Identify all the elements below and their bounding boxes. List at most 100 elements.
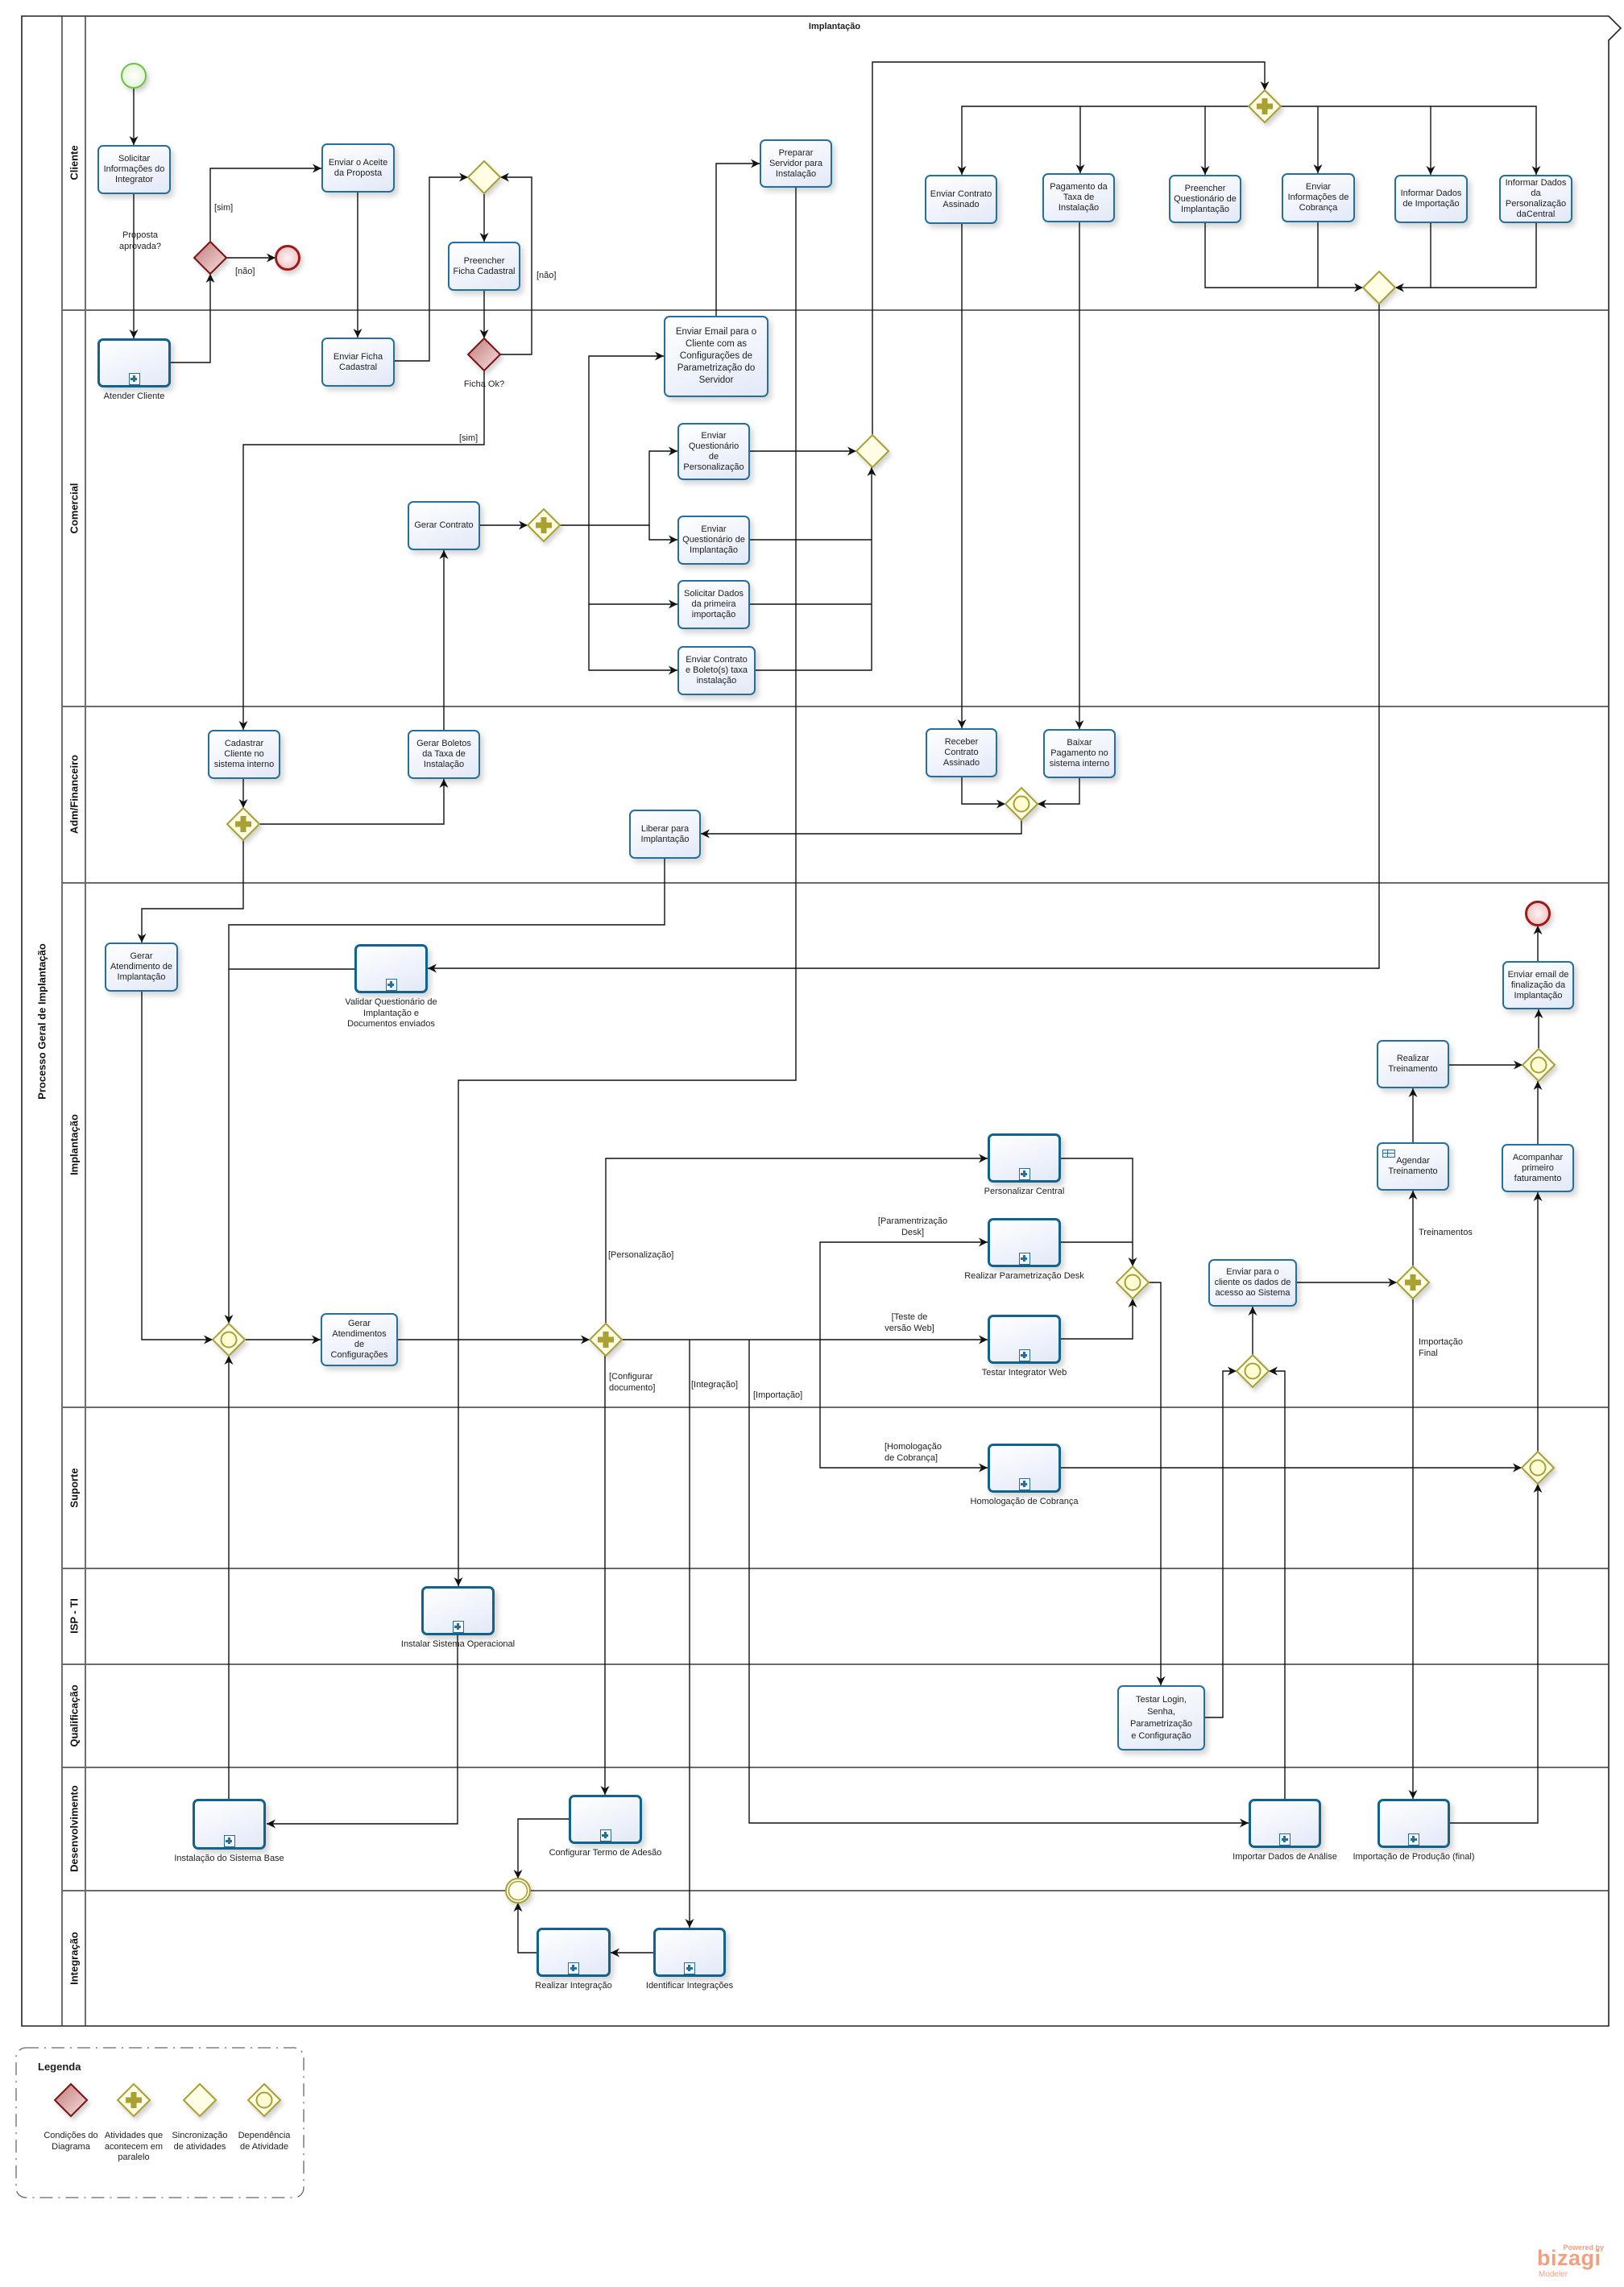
expand-plus-icon [1018, 1349, 1030, 1361]
task-label: Preencher Questionário de Implantação [1174, 183, 1237, 214]
subprocess-label: Importar Dados de Análise [1232, 1852, 1337, 1862]
subprocess-realizar-integracao: Realizar Integração [535, 1928, 612, 1991]
task-label: Solicitar Dados da primeira importação [684, 589, 744, 619]
lane-label-qualificacao: Qualificação [68, 1684, 80, 1747]
exclusive-gateway-icon [193, 240, 228, 276]
task-label: Gerar Boletos da Taxa de Instalação [416, 739, 471, 769]
flow-realizar-integracao-to-event [513, 1903, 536, 1953]
task-enviar-ficha: Enviar Ficha Cadastral [321, 338, 395, 387]
parallel-gateway-icon [1247, 89, 1282, 124]
sync-gateway-icon [182, 2082, 218, 2118]
legend-item-parallel: Atividades que acontecem em paralelo [102, 2082, 166, 2164]
end-event-finished [1524, 900, 1552, 927]
expand-plus-icon [128, 373, 140, 385]
flow-dependency-to-testar-login [1149, 1282, 1166, 1685]
gateway-dependency-acesso [1235, 1353, 1270, 1389]
subprocess-validar-questionario: Validar Questionário de Implantação e Do… [345, 944, 437, 1029]
task-baixar-pagamento: Baixar Pagamento no sistema interno [1043, 729, 1116, 778]
flow-receber-to-dependency [961, 777, 1005, 809]
subprocess-label: Validar Questionário de Implantação e Do… [345, 997, 437, 1029]
task-gerar-atendimento-implantacao: Gerar Atendimento de Implantação [105, 943, 178, 992]
sync-gateway-icon [466, 160, 502, 195]
task-label: Gerar Atendimento de Implantação [110, 951, 173, 982]
subprocess-identificar-integracoes: Identificar Integrações [646, 1928, 733, 1991]
task-label: Informar Dados de Importação [1400, 189, 1462, 209]
legend-border [15, 2047, 304, 2198]
flow-label-parametrizacao-desk: [Paramentrização Desk] [877, 1216, 948, 1237]
flow-importacao-to-sync [1395, 223, 1431, 292]
parallel-gateway-icon [226, 806, 261, 842]
flow-sim-to-aceite [209, 164, 321, 242]
gateway-dependency-testes [1115, 1265, 1150, 1300]
task-liberar-implantacao: Liberar para Implantação [629, 810, 701, 859]
subprocess-importar-dados-analise: Importar Dados de Análise [1232, 1799, 1337, 1862]
flow-label-personalizacao: [Personalização] [608, 1250, 674, 1260]
phase-title: Implantação [808, 22, 861, 31]
flow-dependency-to-liberar [701, 820, 1022, 839]
task-receber-contrato: Receber Contrato Assinado [926, 728, 997, 777]
task-enviar-dados-acesso: Enviar para o cliente os dados de acesso… [1208, 1259, 1297, 1307]
flow-contrato-boleto-to-join [756, 467, 876, 671]
task-preencher-ficha: Preencher Ficha Cadastral [448, 242, 520, 291]
flow-ficha-nao-loop [500, 172, 532, 355]
lane-label-suporte: Suporte [68, 1468, 80, 1508]
task-enviar-info-cobranca: Enviar Informações de Cobrança [1282, 173, 1355, 222]
start-event [120, 62, 147, 89]
task-label: Enviar email de finalização da Implantaç… [1507, 969, 1569, 1001]
task-gerar-atendimentos-configuracoes: Gerar Atendimentos de Configurações [321, 1313, 398, 1366]
expand-plus-icon [599, 1829, 611, 1842]
legend-title: Legenda [38, 2061, 81, 2073]
lane-label-isp-ti: ISP - TI [68, 1598, 80, 1634]
lane-label-integracao: Integração [68, 1932, 80, 1985]
task-gerar-contrato: Gerar Contrato [408, 501, 480, 550]
lane-label-cliente: Cliente [68, 145, 80, 180]
flow-parallel-to-boletos [259, 779, 449, 825]
flow-parallel-to-q-implantacao [648, 525, 677, 545]
flow-label-teste-versao-web: [Teste de versão Web] [884, 1312, 934, 1333]
flow-label-importacao-final: Importação Final [1419, 1337, 1464, 1358]
task-label: Solicitar Informações do Integrator [103, 154, 165, 184]
task-enviar-email-finalizacao: Enviar email de finalização da Implantaç… [1502, 961, 1574, 1009]
flow-personalizacao-branch [605, 1154, 988, 1324]
subprocess-label: Atender Cliente [103, 392, 165, 401]
legend-label: Condições do Diagrama [44, 2131, 98, 2152]
expand-plus-icon [684, 1962, 695, 1974]
expand-plus-icon [1279, 1833, 1290, 1846]
subprocess-instalar-sistema-operacional: Instalar Sistema Operacional [401, 1586, 515, 1649]
flow-liberar-to-dependency [224, 859, 665, 1324]
subprocess-configurar-termo-adesao: Configurar Termo de Adesão [549, 1795, 661, 1858]
flow-preparar-to-instalar-so [454, 188, 797, 1586]
gateway-parallel-treinamento [1395, 1265, 1431, 1300]
gateway-dependency-financeiro [1004, 786, 1039, 822]
lane-label-desenvolvimento: Desenvolvimento [68, 1785, 80, 1872]
flow-label-nao: [não] [536, 271, 557, 280]
flow-enviar-ficha-to-gateway [395, 172, 468, 362]
sync-gateway-icon [1361, 270, 1397, 305]
task-preencher-questionario: Preencher Questionário de Implantação [1169, 175, 1241, 223]
gateway-dependency-faturamento [1520, 1450, 1556, 1485]
flow-producao-to-dependency [1450, 1484, 1543, 1824]
task-realizar-treinamento: Realizar Treinamento [1377, 1040, 1449, 1088]
form-icon [1382, 1150, 1395, 1158]
task-cadastrar-cliente: Cadastrar Cliente no sistema interno [208, 730, 280, 779]
task-enviar-questionario-personalizacao: Enviar Questionário de Personalização [677, 423, 750, 480]
task-enviar-email-configuracoes: Enviar Email para o Cliente com as Confi… [664, 316, 768, 397]
flow-parallel-to-personalizacao-central [1281, 106, 1541, 175]
flow-label-nao: [não] [235, 267, 255, 276]
task-solicitar-dados-importacao: Solicitar Dados da primeira importação [677, 580, 750, 629]
subprocess-label: Instalação do Sistema Base [174, 1854, 284, 1863]
subprocess-testar-integrator-web: Testar Integrator Web [982, 1315, 1067, 1378]
gateway-sync-comercial [855, 433, 890, 469]
flow-testar-login-to-dependency [1205, 1366, 1237, 1718]
task-acompanhar-faturamento: Acompanhar primeiro faturamento [1502, 1144, 1574, 1192]
task-label: Enviar Contrato Assinado [930, 189, 992, 209]
flow-label-importacao: [Importação] [753, 1390, 803, 1400]
gateway-dependency-atendimento [211, 1322, 246, 1357]
flow-personalizacao-to-sync [1431, 223, 1537, 288]
subprocess-instalacao-sistema-base: Instalação do Sistema Base [174, 1799, 284, 1863]
task-label: Acompanhar primeiro faturamento [1512, 1152, 1564, 1183]
powered-by-text: Powered by [1563, 2243, 1604, 2252]
flow-parallel-to-email [560, 351, 664, 526]
legend-label: Dependência de Atividade [238, 2131, 291, 2152]
subprocess-label: Realizar Parametrização Desk [964, 1271, 1084, 1281]
